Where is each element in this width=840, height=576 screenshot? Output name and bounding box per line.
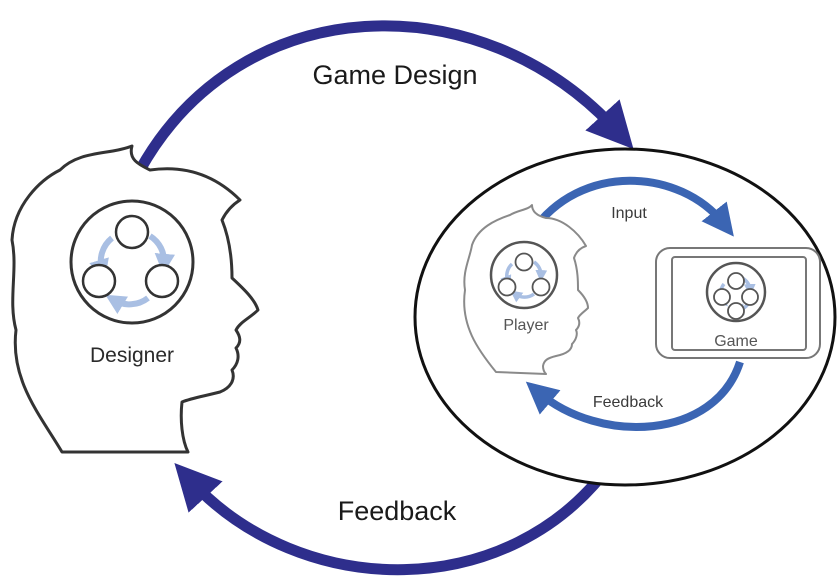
feedback-inner-label: Feedback [593, 394, 664, 411]
player-head-icon: Player [463, 204, 589, 375]
feedback-outer-label: Feedback [338, 496, 457, 526]
input-label: Input [611, 205, 647, 222]
input-arrow [528, 176, 734, 237]
game-cycle-icon [713, 272, 759, 320]
game-design-arrow [135, 20, 634, 173]
designer-label: Designer [90, 344, 174, 367]
player-cycle-icon [497, 252, 551, 303]
designer-head-icon: Designer [10, 144, 260, 454]
player-label: Player [503, 317, 549, 334]
game-screen-icon: Game [655, 247, 821, 359]
game-design-label: Game Design [312, 60, 477, 90]
designer-cycle-icon [81, 214, 180, 315]
feedback-inner-arrow [525, 360, 744, 431]
game-label: Game [714, 333, 758, 350]
feedback-outer-arrow [174, 458, 617, 576]
